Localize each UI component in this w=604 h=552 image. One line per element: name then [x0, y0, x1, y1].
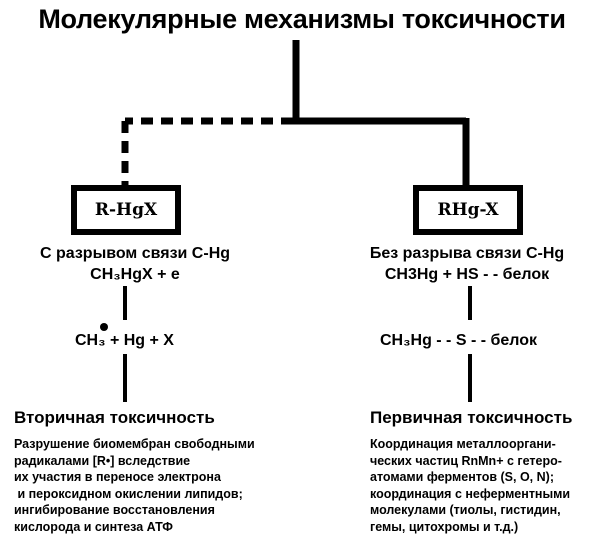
right-box: RHg-X: [413, 185, 523, 235]
left-line1: С разрывом связи С-Hg: [39, 245, 231, 262]
right-box-label: RHg-X: [437, 200, 499, 220]
left-box: R-HgX: [71, 185, 181, 235]
radical-dot: [100, 323, 108, 331]
right-description: Координация металлооргани- ческих частиц…: [370, 437, 571, 534]
left-description: Разрушение биомембран свободными радикал…: [14, 437, 255, 534]
diagram-title: Молекулярные механизмы токсичности: [38, 4, 566, 34]
right-reaction: CH₃Hg - - S - - белок: [380, 332, 538, 349]
right-heading: Первичная токсичность: [370, 408, 573, 427]
right-line2: CH3Hg + HS - - белок: [384, 266, 550, 283]
left-heading: Вторичная токсичность: [14, 408, 215, 427]
right-line1: Без разрыва связи С-Hg: [369, 245, 565, 262]
left-line2: CH₃HgX + e: [90, 266, 180, 283]
left-box-label: R-HgX: [94, 200, 158, 220]
left-reaction: CH₃ + Hg + X: [75, 332, 174, 349]
